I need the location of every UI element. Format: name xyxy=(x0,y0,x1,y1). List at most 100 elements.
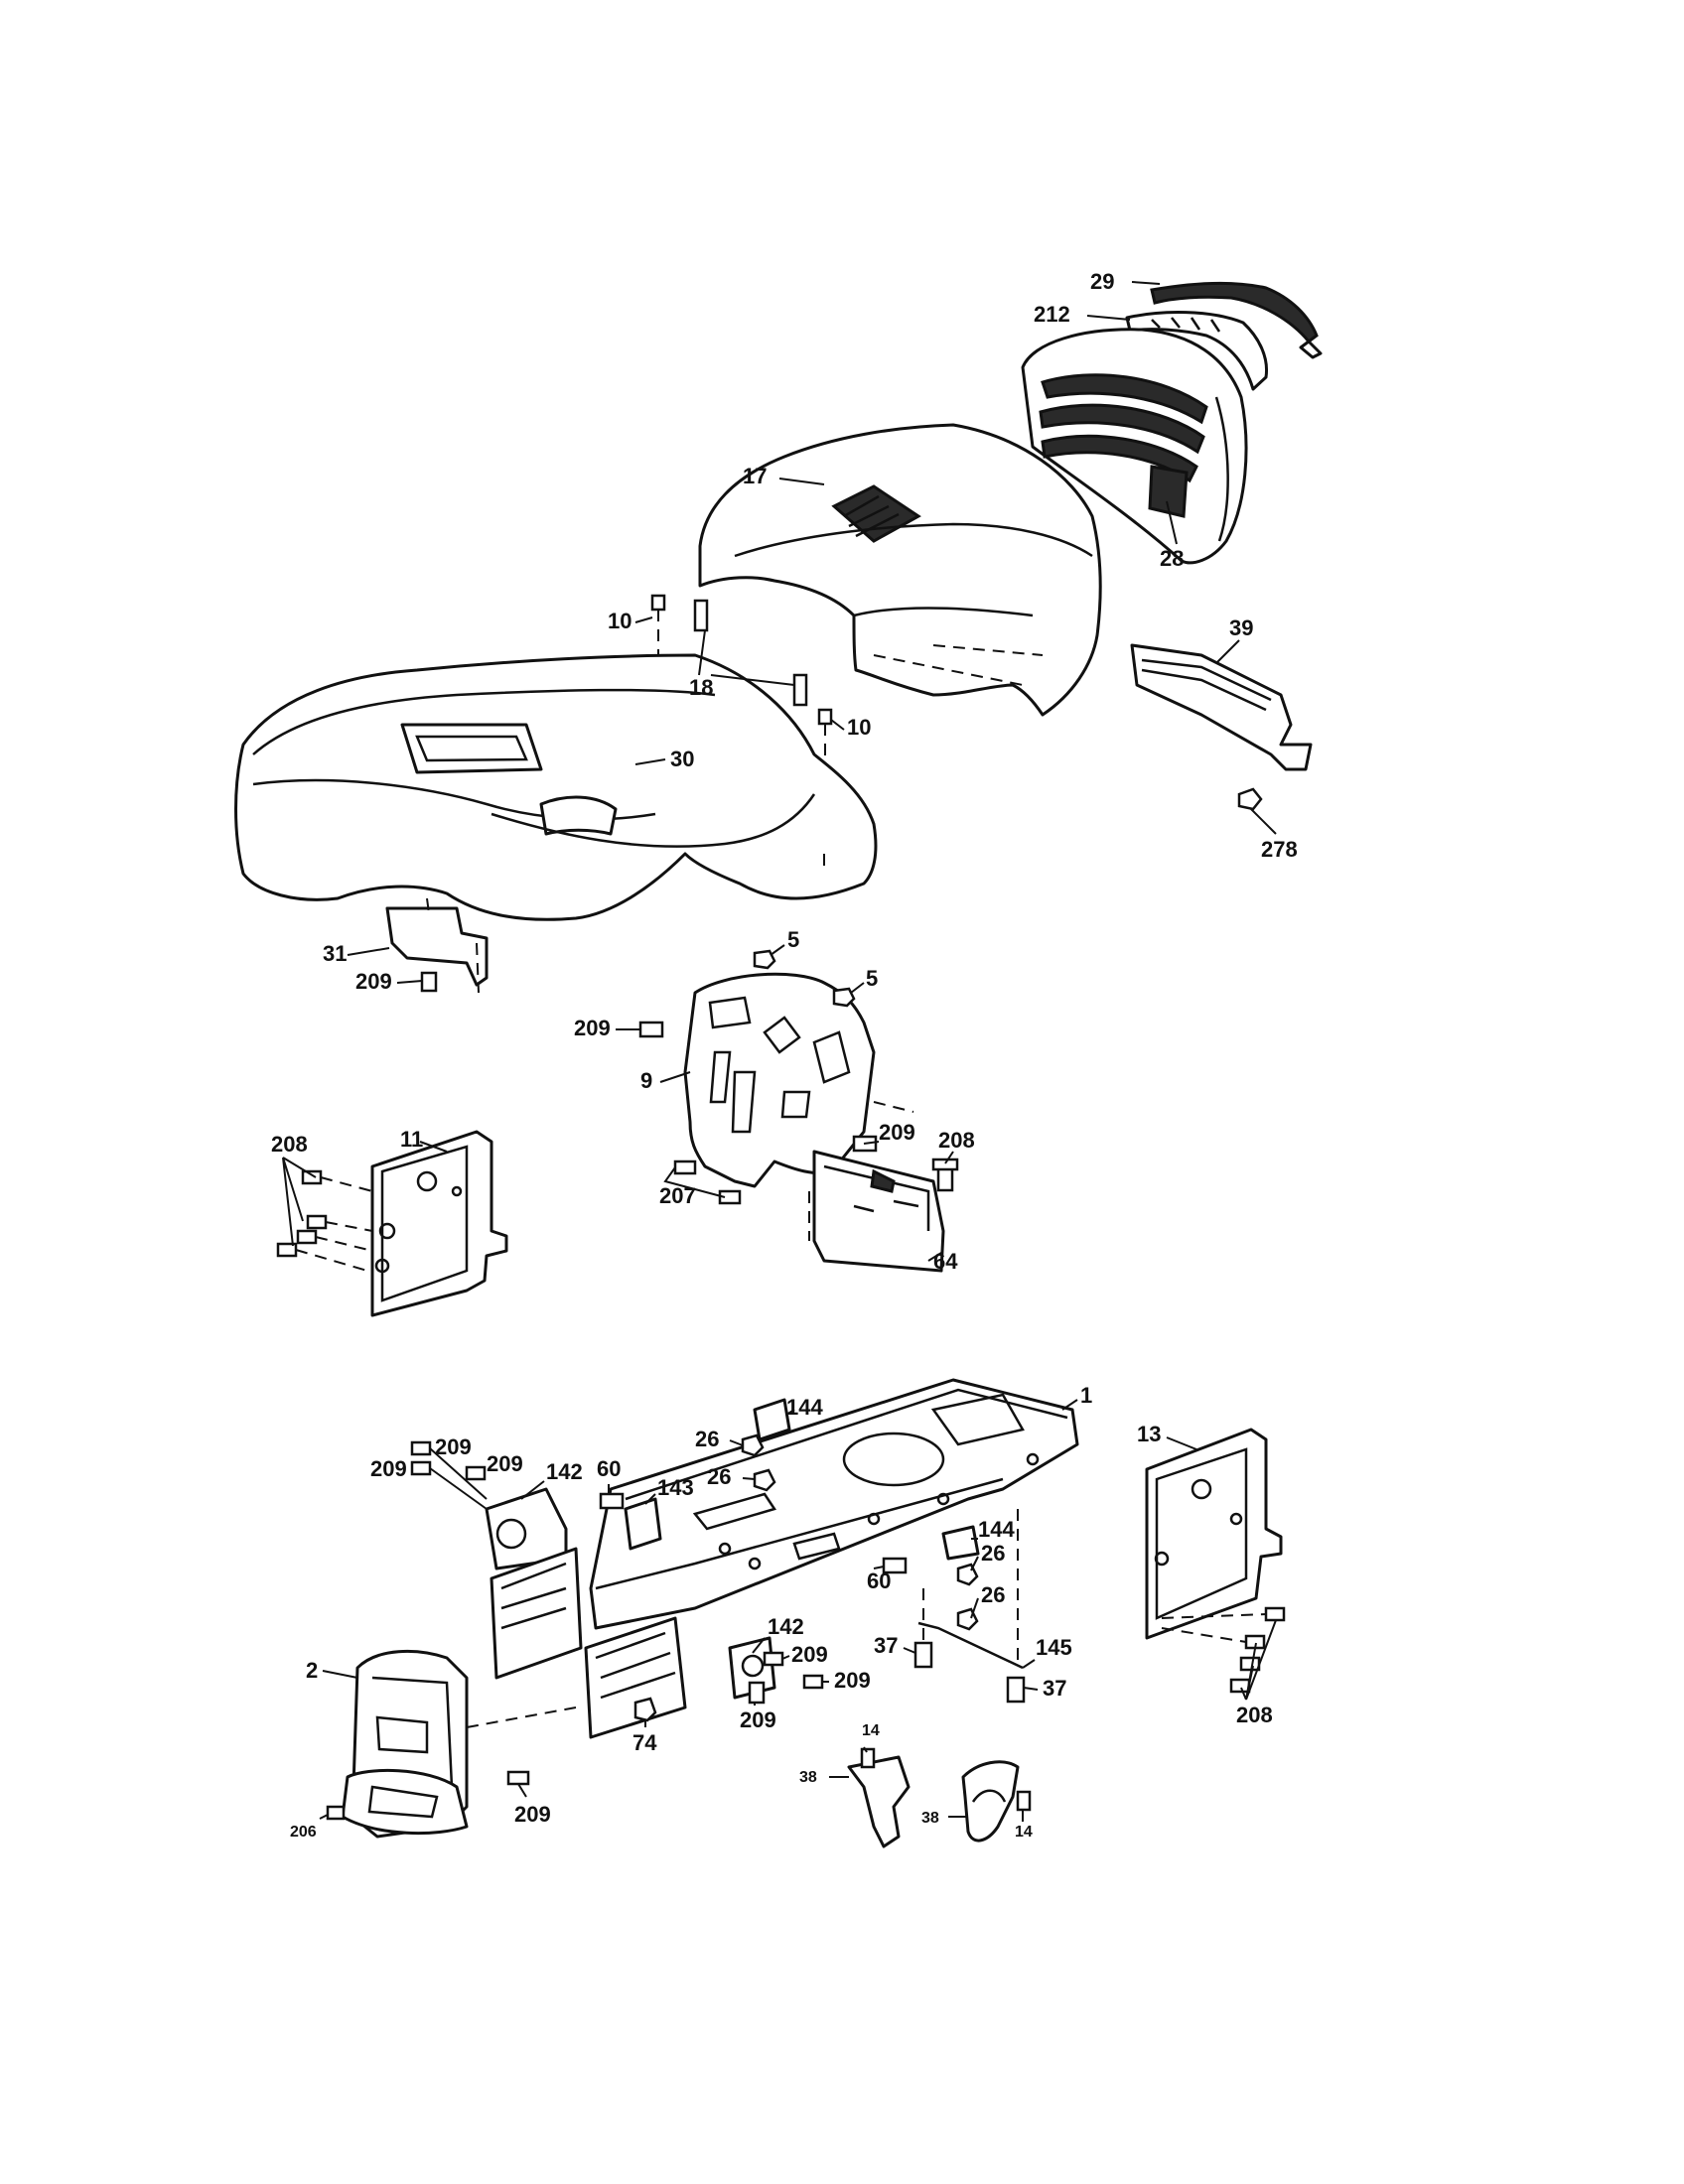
callout-28: 28 xyxy=(1160,546,1184,571)
callout-142-left: 142 xyxy=(546,1459,583,1484)
plate-left xyxy=(490,1547,583,1680)
part-144-bracket-lower xyxy=(941,1525,980,1561)
part-1-main-frame xyxy=(589,1378,1079,1630)
callout-209-top-b: 209 xyxy=(487,1451,523,1476)
part-11-side-panel xyxy=(370,1130,508,1317)
part-144-bracket-upper xyxy=(753,1398,791,1441)
callout-207: 207 xyxy=(659,1183,696,1208)
part-30-fender xyxy=(234,653,878,921)
callout-29: 29 xyxy=(1090,269,1114,294)
callout-143: 143 xyxy=(657,1475,694,1500)
callout-144-upper: 144 xyxy=(786,1395,823,1420)
callout-60-left: 60 xyxy=(597,1456,621,1481)
callout-26-b: 26 xyxy=(707,1464,731,1489)
part-143-bracket xyxy=(624,1497,662,1551)
callout-9: 9 xyxy=(640,1068,652,1093)
callout-144-lower: 144 xyxy=(978,1517,1015,1542)
callout-14-right: 14 xyxy=(1015,1824,1033,1841)
callout-209-142-b: 209 xyxy=(834,1668,871,1693)
part-37-bolt-left xyxy=(913,1641,933,1669)
callout-278: 278 xyxy=(1261,837,1298,862)
callout-142-right: 142 xyxy=(768,1614,804,1639)
callout-labels: 29 212 17 28 10 18 10 30 39 278 31 209 5… xyxy=(271,269,1298,1841)
part-208-bolts-13 xyxy=(1161,1606,1286,1694)
plate-center xyxy=(584,1616,687,1739)
part-14-bolt-right xyxy=(1016,1790,1032,1812)
callout-209-9: 209 xyxy=(574,1016,611,1040)
part-26-nut-a xyxy=(741,1433,765,1457)
callout-26-d: 26 xyxy=(981,1582,1005,1607)
part-5-nut-right xyxy=(832,987,856,1008)
part-208-bolts-11 xyxy=(276,1169,373,1272)
leader-lines xyxy=(282,281,1277,1822)
part-17-hood xyxy=(698,423,1102,717)
callout-13: 13 xyxy=(1137,1422,1161,1446)
callout-26-c: 26 xyxy=(981,1541,1005,1566)
callout-37-right: 37 xyxy=(1043,1676,1066,1701)
callout-208-right: 208 xyxy=(1236,1703,1273,1727)
part-13-side-panel xyxy=(1145,1428,1283,1640)
part-38-bracket-right xyxy=(961,1760,1020,1843)
callout-2: 2 xyxy=(306,1658,318,1683)
callout-38-left: 38 xyxy=(799,1769,817,1786)
part-9-dash-panel xyxy=(683,972,914,1188)
callout-209-142-a: 209 xyxy=(791,1642,828,1667)
part-209-bolt-31 xyxy=(420,971,438,993)
callout-60-right: 60 xyxy=(867,1569,891,1593)
part-142-bracket-left xyxy=(485,1487,568,1570)
callout-5-right: 5 xyxy=(866,966,878,991)
callout-10-left: 10 xyxy=(608,609,632,633)
part-209-bolt-2 xyxy=(506,1770,530,1786)
callout-1: 1 xyxy=(1080,1383,1092,1408)
callout-209-top-a: 209 xyxy=(435,1434,472,1459)
callout-18: 18 xyxy=(689,675,713,700)
part-2-front-bracket xyxy=(341,1649,577,1839)
part-14-bolt-left xyxy=(860,1747,876,1769)
part-208-bolt-64 xyxy=(931,1158,959,1192)
part-18-clip-right xyxy=(792,673,808,707)
part-31-bracket xyxy=(385,897,489,994)
callout-11: 11 xyxy=(400,1127,423,1152)
part-278-nut xyxy=(1237,787,1263,811)
callout-14-left: 14 xyxy=(862,1722,880,1739)
callout-209-31: 209 xyxy=(355,969,392,994)
part-207-bolts xyxy=(663,1160,742,1205)
callout-209-142-c: 209 xyxy=(740,1707,776,1732)
callout-145: 145 xyxy=(1036,1635,1072,1660)
callout-31: 31 xyxy=(323,941,347,966)
part-206-bolt xyxy=(326,1805,346,1821)
callout-209-9-right: 209 xyxy=(879,1120,915,1145)
part-60-bolt-left xyxy=(599,1492,625,1510)
callout-209-2: 209 xyxy=(514,1802,551,1827)
part-64-bracket xyxy=(808,1150,945,1273)
part-209-bolt-9-top xyxy=(638,1021,664,1038)
part-28-grille-housing xyxy=(1021,328,1248,565)
callout-208-64: 208 xyxy=(938,1128,975,1153)
callout-10-right: 10 xyxy=(847,715,871,740)
callout-26-a: 26 xyxy=(695,1427,719,1451)
part-5-nut-left xyxy=(753,949,776,970)
part-209-bolts-142-left xyxy=(410,1440,488,1510)
part-37-bolt-right xyxy=(1006,1676,1026,1704)
callout-37-left: 37 xyxy=(874,1633,898,1658)
callout-39: 39 xyxy=(1229,615,1253,640)
callout-17: 17 xyxy=(743,464,767,488)
part-212-grille-insert xyxy=(1125,311,1269,391)
part-18-clip-left xyxy=(693,599,709,632)
callout-74: 74 xyxy=(632,1730,657,1755)
part-26-nut-c xyxy=(956,1563,979,1586)
callout-30: 30 xyxy=(670,747,694,771)
callout-208-left: 208 xyxy=(271,1132,308,1157)
part-39-bracket xyxy=(1130,643,1313,771)
part-29-grille-trim xyxy=(1150,281,1323,359)
callout-5-left: 5 xyxy=(787,927,799,952)
callout-64: 64 xyxy=(933,1249,958,1274)
part-60-bolt-right xyxy=(882,1557,908,1574)
part-74-nut xyxy=(633,1697,657,1722)
callout-206: 206 xyxy=(290,1824,317,1841)
part-26-nut-b xyxy=(753,1468,776,1492)
part-38-bracket-left xyxy=(847,1755,911,1848)
callout-38-right: 38 xyxy=(921,1810,939,1827)
callout-212: 212 xyxy=(1034,302,1070,327)
